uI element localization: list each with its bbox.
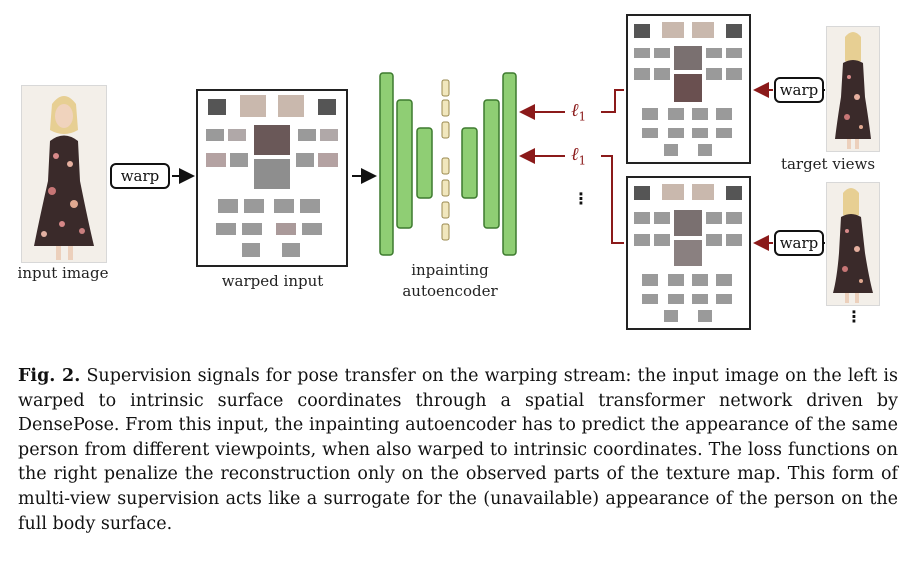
warped-input-frame xyxy=(196,89,348,267)
warp-box-target-top: warp xyxy=(774,77,824,103)
network-label-line1: inpainting xyxy=(411,261,489,279)
warped-input-label: warped input xyxy=(221,272,324,290)
input-image xyxy=(21,85,107,263)
input-image-label: input image xyxy=(17,264,109,282)
warp-box: warp xyxy=(110,163,170,189)
autoencoder-network xyxy=(379,72,517,256)
target-continuation-dots: ⋮ xyxy=(846,307,862,326)
target-view-photo-bottom xyxy=(826,182,880,306)
caption-label: Fig. 2. xyxy=(18,366,81,386)
loss-continuation-dots: ⋮ xyxy=(573,189,589,208)
network-label-line2: autoencoder xyxy=(402,282,498,300)
target-view-photo-top xyxy=(826,26,880,152)
figure-caption: Fig. 2. Supervision signals for pose tra… xyxy=(18,364,898,536)
bottleneck-units xyxy=(441,79,450,241)
caption-text: Supervision signals for pose transfer on… xyxy=(18,366,898,534)
loss-label-1: ℓ1 xyxy=(571,100,587,124)
loss-label-2: ℓ1 xyxy=(571,144,587,168)
target-views-label: target views xyxy=(780,155,876,173)
warp-box-target-bottom: warp xyxy=(774,230,824,256)
flow-arrows xyxy=(172,72,825,256)
target-frame-bottom xyxy=(626,176,751,330)
target-frame-top xyxy=(626,14,751,164)
